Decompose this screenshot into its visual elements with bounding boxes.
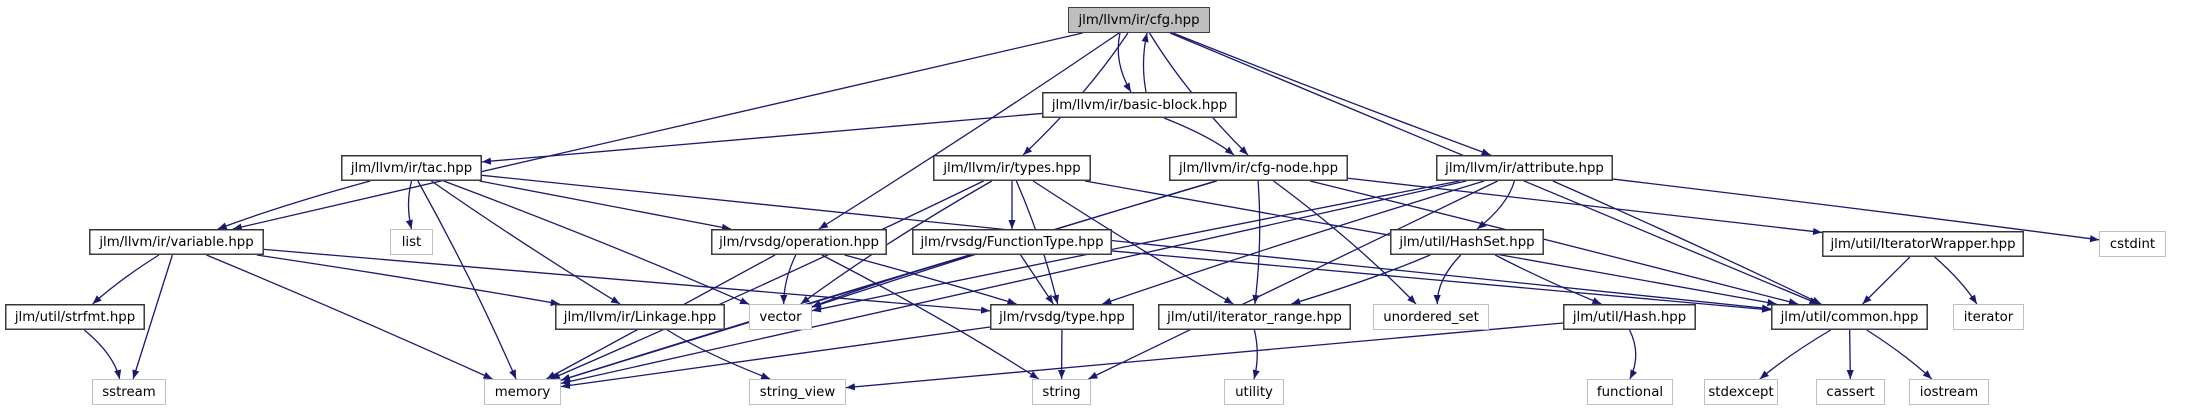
node-cassert: cassert [1816, 379, 1885, 405]
edge-variable-to-memory [206, 254, 493, 380]
edge-cfg_node-to-iterator_wrapper [1347, 177, 1823, 236]
edge-types-to-iterator_range [1032, 180, 1234, 305]
edge-cfg-to-variable [232, 32, 1083, 231]
node-stdexcept: stdexcept [1704, 379, 1778, 405]
edges-layer [83, 32, 2100, 391]
edge-hash-to-string_view [845, 322, 1564, 391]
edge-attribute-to-cstdint [1612, 178, 2100, 243]
edge-linkage-to-string_view [666, 329, 771, 380]
edge-hashset-to-hash [1494, 254, 1602, 305]
edge-tac-to-common [481, 174, 1772, 312]
edge-attribute-to-vector [811, 180, 1460, 313]
edge-cfg_node-to-unordered_set [1273, 180, 1417, 305]
node-linkage-hpp[interactable]: jlm/llvm/ir/Linkage.hpp [555, 304, 725, 330]
edge-attribute-to-hashset [1476, 180, 1516, 230]
node-rvsdg-type-hpp[interactable]: jlm/rvsdg/type.hpp [990, 304, 1134, 330]
edge-function_type-to-rvsdg_type [1020, 254, 1054, 305]
node-cfg-hpp[interactable]: jlm/llvm/ir/cfg.hpp [1068, 7, 1210, 33]
node-basic-block-hpp[interactable]: jlm/llvm/ir/basic-block.hpp [1042, 92, 1237, 118]
node-memory: memory [484, 379, 561, 405]
node-unordered-set: unordered_set [1373, 304, 1489, 330]
edge-cfg_node-to-iterator_range [1252, 180, 1261, 305]
edge-tac-to-list [405, 180, 413, 230]
node-types-hpp[interactable]: jlm/llvm/ir/types.hpp [933, 155, 1091, 181]
edge-basic_block-to-cfg [1141, 32, 1149, 93]
node-variable-hpp[interactable]: jlm/llvm/ir/variable.hpp [89, 229, 264, 255]
edge-hashset-to-unordered_set [1433, 254, 1462, 305]
edge-strfmt-to-sstream [83, 329, 122, 380]
node-iterator: iterator [1953, 304, 2024, 330]
edge-operation-to-string [821, 254, 1040, 380]
edge-variable-to-sstream [132, 254, 174, 380]
node-vector: vector [749, 304, 812, 330]
edge-variable-to-strfmt [92, 254, 160, 305]
node-operation-hpp[interactable]: jlm/rvsdg/operation.hpp [711, 229, 887, 255]
node-iterator-range-hpp[interactable]: jlm/util/iterator_range.hpp [1158, 304, 1351, 330]
edge-types-to-vector [800, 180, 993, 305]
edge-attribute-to-rvsdg_type [1102, 180, 1485, 305]
edge-tac-to-variable [217, 180, 371, 230]
edge-iterator_wrapper-to-iterator [1934, 256, 1978, 305]
edge-attribute-to-string [1088, 180, 1498, 380]
edge-iterator_range-to-utility [1252, 329, 1260, 380]
edge-iterator_wrapper-to-common [1862, 256, 1911, 305]
edge-cfg-to-attribute [1172, 32, 1491, 156]
edge-cfg_node-to-common [1309, 180, 1799, 306]
edge-types-to-memory [550, 180, 984, 380]
edge-hash-to-functional [1629, 329, 1638, 380]
edge-tac-to-memory [417, 180, 517, 380]
node-list: list [390, 229, 433, 255]
edge-basic_block-to-tac [481, 112, 1043, 165]
node-cstdint: cstdint [2099, 231, 2166, 257]
edge-operation-to-rvsdg_type [844, 254, 1017, 305]
node-hashset-hpp[interactable]: jlm/util/HashSet.hpp [1390, 229, 1544, 255]
edge-common-to-stdexcept [1759, 329, 1832, 380]
edge-attribute-to-common [1552, 180, 1822, 305]
edge-tac-to-operation [479, 180, 732, 231]
node-string-view: string_view [749, 379, 846, 405]
node-strfmt-hpp[interactable]: jlm/util/strfmt.hpp [5, 304, 145, 330]
node-string: string [1032, 379, 1091, 405]
node-iteratorwrapper-hpp[interactable]: jlm/util/IteratorWrapper.hpp [1822, 231, 2024, 257]
edge-function_type-to-common [1111, 250, 1772, 313]
node-utility: utility [1224, 379, 1284, 405]
edge-variable-to-rvsdg_type [263, 248, 991, 314]
edge-variable-to-linkage [256, 254, 560, 306]
edge-tac-to-vector [443, 180, 750, 305]
node-functiontype-hpp[interactable]: jlm/rvsdg/FunctionType.hpp [912, 229, 1112, 255]
edge-hashset-to-iterator_range [1291, 254, 1431, 305]
node-common-hpp[interactable]: jlm/util/common.hpp [1771, 304, 1928, 330]
edge-common-to-iostream [1866, 329, 1933, 380]
edge-cfg-to-operation [818, 32, 1120, 230]
node-functional: functional [1587, 379, 1673, 405]
node-tac-hpp[interactable]: jlm/llvm/ir/tac.hpp [341, 155, 482, 181]
edge-cfg-to-basic_block [1117, 32, 1132, 93]
node-sstream: sstream [92, 379, 166, 405]
node-iostream: iostream [1909, 379, 1989, 405]
node-hash-hpp[interactable]: jlm/util/Hash.hpp [1563, 304, 1696, 330]
edge-basic_block-to-cfg_node [1163, 117, 1235, 156]
node-cfg-node-hpp[interactable]: jlm/llvm/ir/cfg-node.hpp [1169, 155, 1348, 181]
edge-tac-to-linkage [431, 180, 621, 305]
node-attribute-hpp[interactable]: jlm/llvm/ir/attribute.hpp [1436, 155, 1613, 181]
edge-common-to-cassert [1846, 329, 1854, 380]
edge-rvsdg_type-to-memory [560, 326, 991, 389]
edge-operation-to-vector [780, 254, 797, 305]
